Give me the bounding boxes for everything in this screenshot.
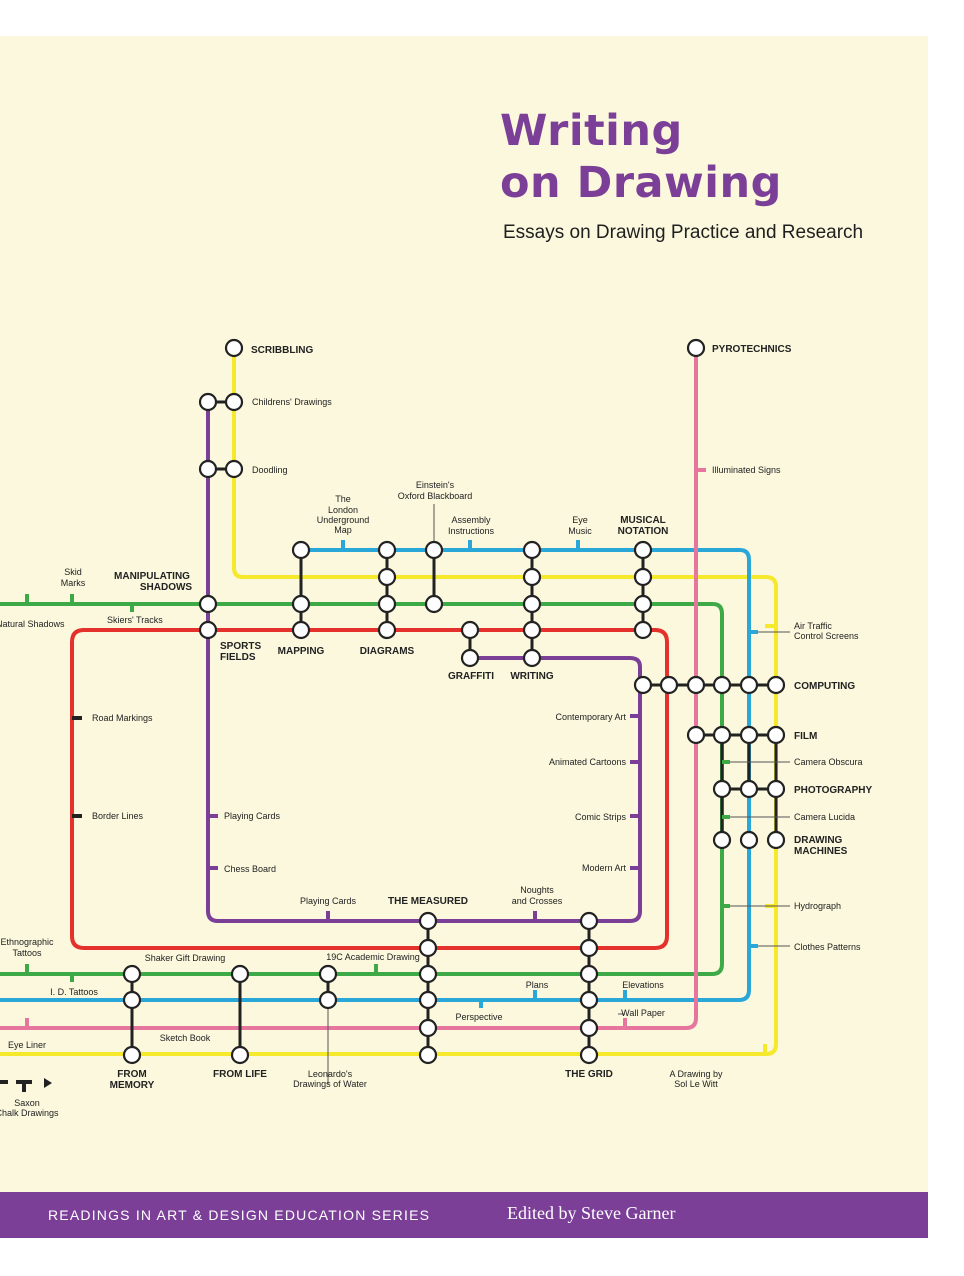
station-manipulating-1: MANIPULATING (114, 571, 190, 582)
label-assembly-2: Instructions (448, 526, 495, 536)
label-natural-shadows: Natural Shadows (0, 619, 65, 629)
station-photography: PHOTOGRAPHY (794, 785, 872, 796)
station-film: FILM (794, 731, 817, 742)
label-ethnographic-2: Tattoos (12, 948, 42, 958)
station-from-memory-1: FROM (117, 1069, 146, 1080)
station-the-grid: THE GRID (565, 1069, 613, 1080)
label-chess-board: Chess Board (224, 864, 276, 874)
label-contemporary-art: Contemporary Art (555, 712, 626, 722)
label-skid-1: Skid (64, 567, 82, 577)
label-camera-obscura: Camera Obscura (794, 757, 863, 767)
label-elevations: Elevations (622, 980, 664, 990)
station-sports-2: FIELDS (220, 652, 256, 663)
label-noughts-2: and Crosses (512, 896, 563, 906)
line-pink (0, 348, 698, 1030)
series-band: READINGS IN ART & DESIGN EDUCATION SERIE… (0, 1192, 928, 1238)
station-mapping: MAPPING (278, 646, 325, 657)
label-noughts-1: Noughts (520, 885, 554, 895)
title-line-2: on Drawing (500, 158, 782, 208)
station-graffiti: GRAFFITI (448, 671, 494, 682)
label-eye-liner: Eye Liner (8, 1040, 46, 1050)
editor-credit: Edited by Steve Garner (507, 1203, 676, 1223)
label-plans: Plans (526, 980, 549, 990)
label-air-traffic-1: Air Traffic (794, 621, 832, 631)
drawing-transit-map: SCRIBBLING PYROTECHNICS MANIPULATING SHA… (0, 338, 872, 1118)
label-border-lines: Border Lines (92, 811, 144, 821)
label-doodling: Doodling (252, 465, 288, 475)
book-cover: Writing on Drawing Essays on Drawing Pra… (0, 36, 928, 1238)
station-musical-2: NOTATION (618, 526, 669, 537)
label-london-1: The (335, 494, 351, 504)
label-assembly-1: Assembly (451, 515, 491, 525)
label-london-2: London (328, 505, 358, 515)
pointer-lines (327, 504, 790, 1084)
station-from-life: FROM LIFE (213, 1069, 267, 1080)
line-purple (206, 402, 642, 923)
label-playing-cards-left: Playing Cards (224, 811, 281, 821)
series-name: READINGS IN ART & DESIGN EDUCATION SERIE… (48, 1207, 431, 1223)
label-playing-cards-bottom: Playing Cards (300, 896, 357, 906)
station-manipulating-2: SHADOWS (140, 582, 193, 593)
label-camera-lucida: Camera Lucida (794, 812, 855, 822)
station-writing: WRITING (510, 671, 554, 682)
label-wall-paper: Wall Paper (621, 1008, 665, 1018)
label-clothes-patterns: Clothes Patterns (794, 942, 861, 952)
label-illuminated-signs: Illuminated Signs (712, 465, 781, 475)
label-modern-art: Modern Art (582, 863, 627, 873)
label-ethnographic-1: Ethnographic (0, 937, 54, 947)
tick-pink (25, 468, 706, 1028)
label-lewitt-2: Sol Le Witt (674, 1079, 718, 1089)
label-london-3: Underground (317, 515, 370, 525)
station-musical-1: MUSICAL (620, 515, 666, 526)
label-shaker: Shaker Gift Drawing (145, 953, 226, 963)
label-air-traffic-2: Control Screens (794, 631, 859, 641)
tick-red (72, 716, 82, 818)
line-yellow (0, 348, 778, 1056)
label-lewitt-1: A Drawing by (669, 1069, 723, 1079)
label-leonardo-1: Leonardo's (308, 1069, 353, 1079)
station-diagrams: DIAGRAMS (360, 646, 415, 657)
label-eye-music-1: Eye (572, 515, 588, 525)
label-animated-cartoons: Animated Cartoons (549, 757, 627, 767)
label-eye-music-2: Music (568, 526, 592, 536)
station-pyrotechnics: PYROTECHNICS (712, 344, 792, 355)
label-road-markings: Road Markings (92, 713, 153, 723)
label-einstein-1: Einstein's (416, 480, 455, 490)
label-skid-2: Marks (61, 578, 86, 588)
saxon-chalk-glyphs (0, 1078, 52, 1092)
line-red (70, 628, 669, 950)
label-leonardo-2: Drawings of Water (293, 1079, 367, 1089)
station-from-memory-2: MEMORY (110, 1080, 155, 1091)
label-saxon-1: Saxon (14, 1098, 40, 1108)
label-sketch-book: Sketch Book (160, 1033, 211, 1043)
label-comic-strips: Comic Strips (575, 812, 627, 822)
label-childrens-drawings: Childrens' Drawings (252, 397, 332, 407)
label-london-4: Map (334, 525, 352, 535)
station-scribbling: SCRIBBLING (251, 345, 313, 356)
subtitle: Essays on Drawing Practice and Research (503, 222, 864, 243)
station-computing: COMPUTING (794, 681, 855, 692)
label-hydrograph: Hydrograph (794, 901, 841, 911)
label-einstein-2: Oxford Blackboard (398, 491, 473, 501)
label-skiers-tracks: Skiers' Tracks (107, 615, 163, 625)
tick-green (25, 594, 730, 982)
tick-purple (208, 714, 640, 921)
station-drawing-machines-1: DRAWING (794, 835, 843, 846)
label-saxon-2: Chalk Drawings (0, 1108, 59, 1118)
label-id-tattoos: I. D. Tattoos (50, 987, 98, 997)
station-drawing-machines-2: MACHINES (794, 846, 848, 857)
label-perspective: Perspective (455, 1012, 502, 1022)
station-sports-1: SPORTS (220, 641, 261, 652)
title-line-1: Writing (500, 106, 683, 156)
tick-blue (341, 540, 758, 1008)
stations (122, 338, 786, 1065)
label-academic: 19C Academic Drawing (326, 952, 420, 962)
station-the-measured: THE MEASURED (388, 896, 468, 907)
